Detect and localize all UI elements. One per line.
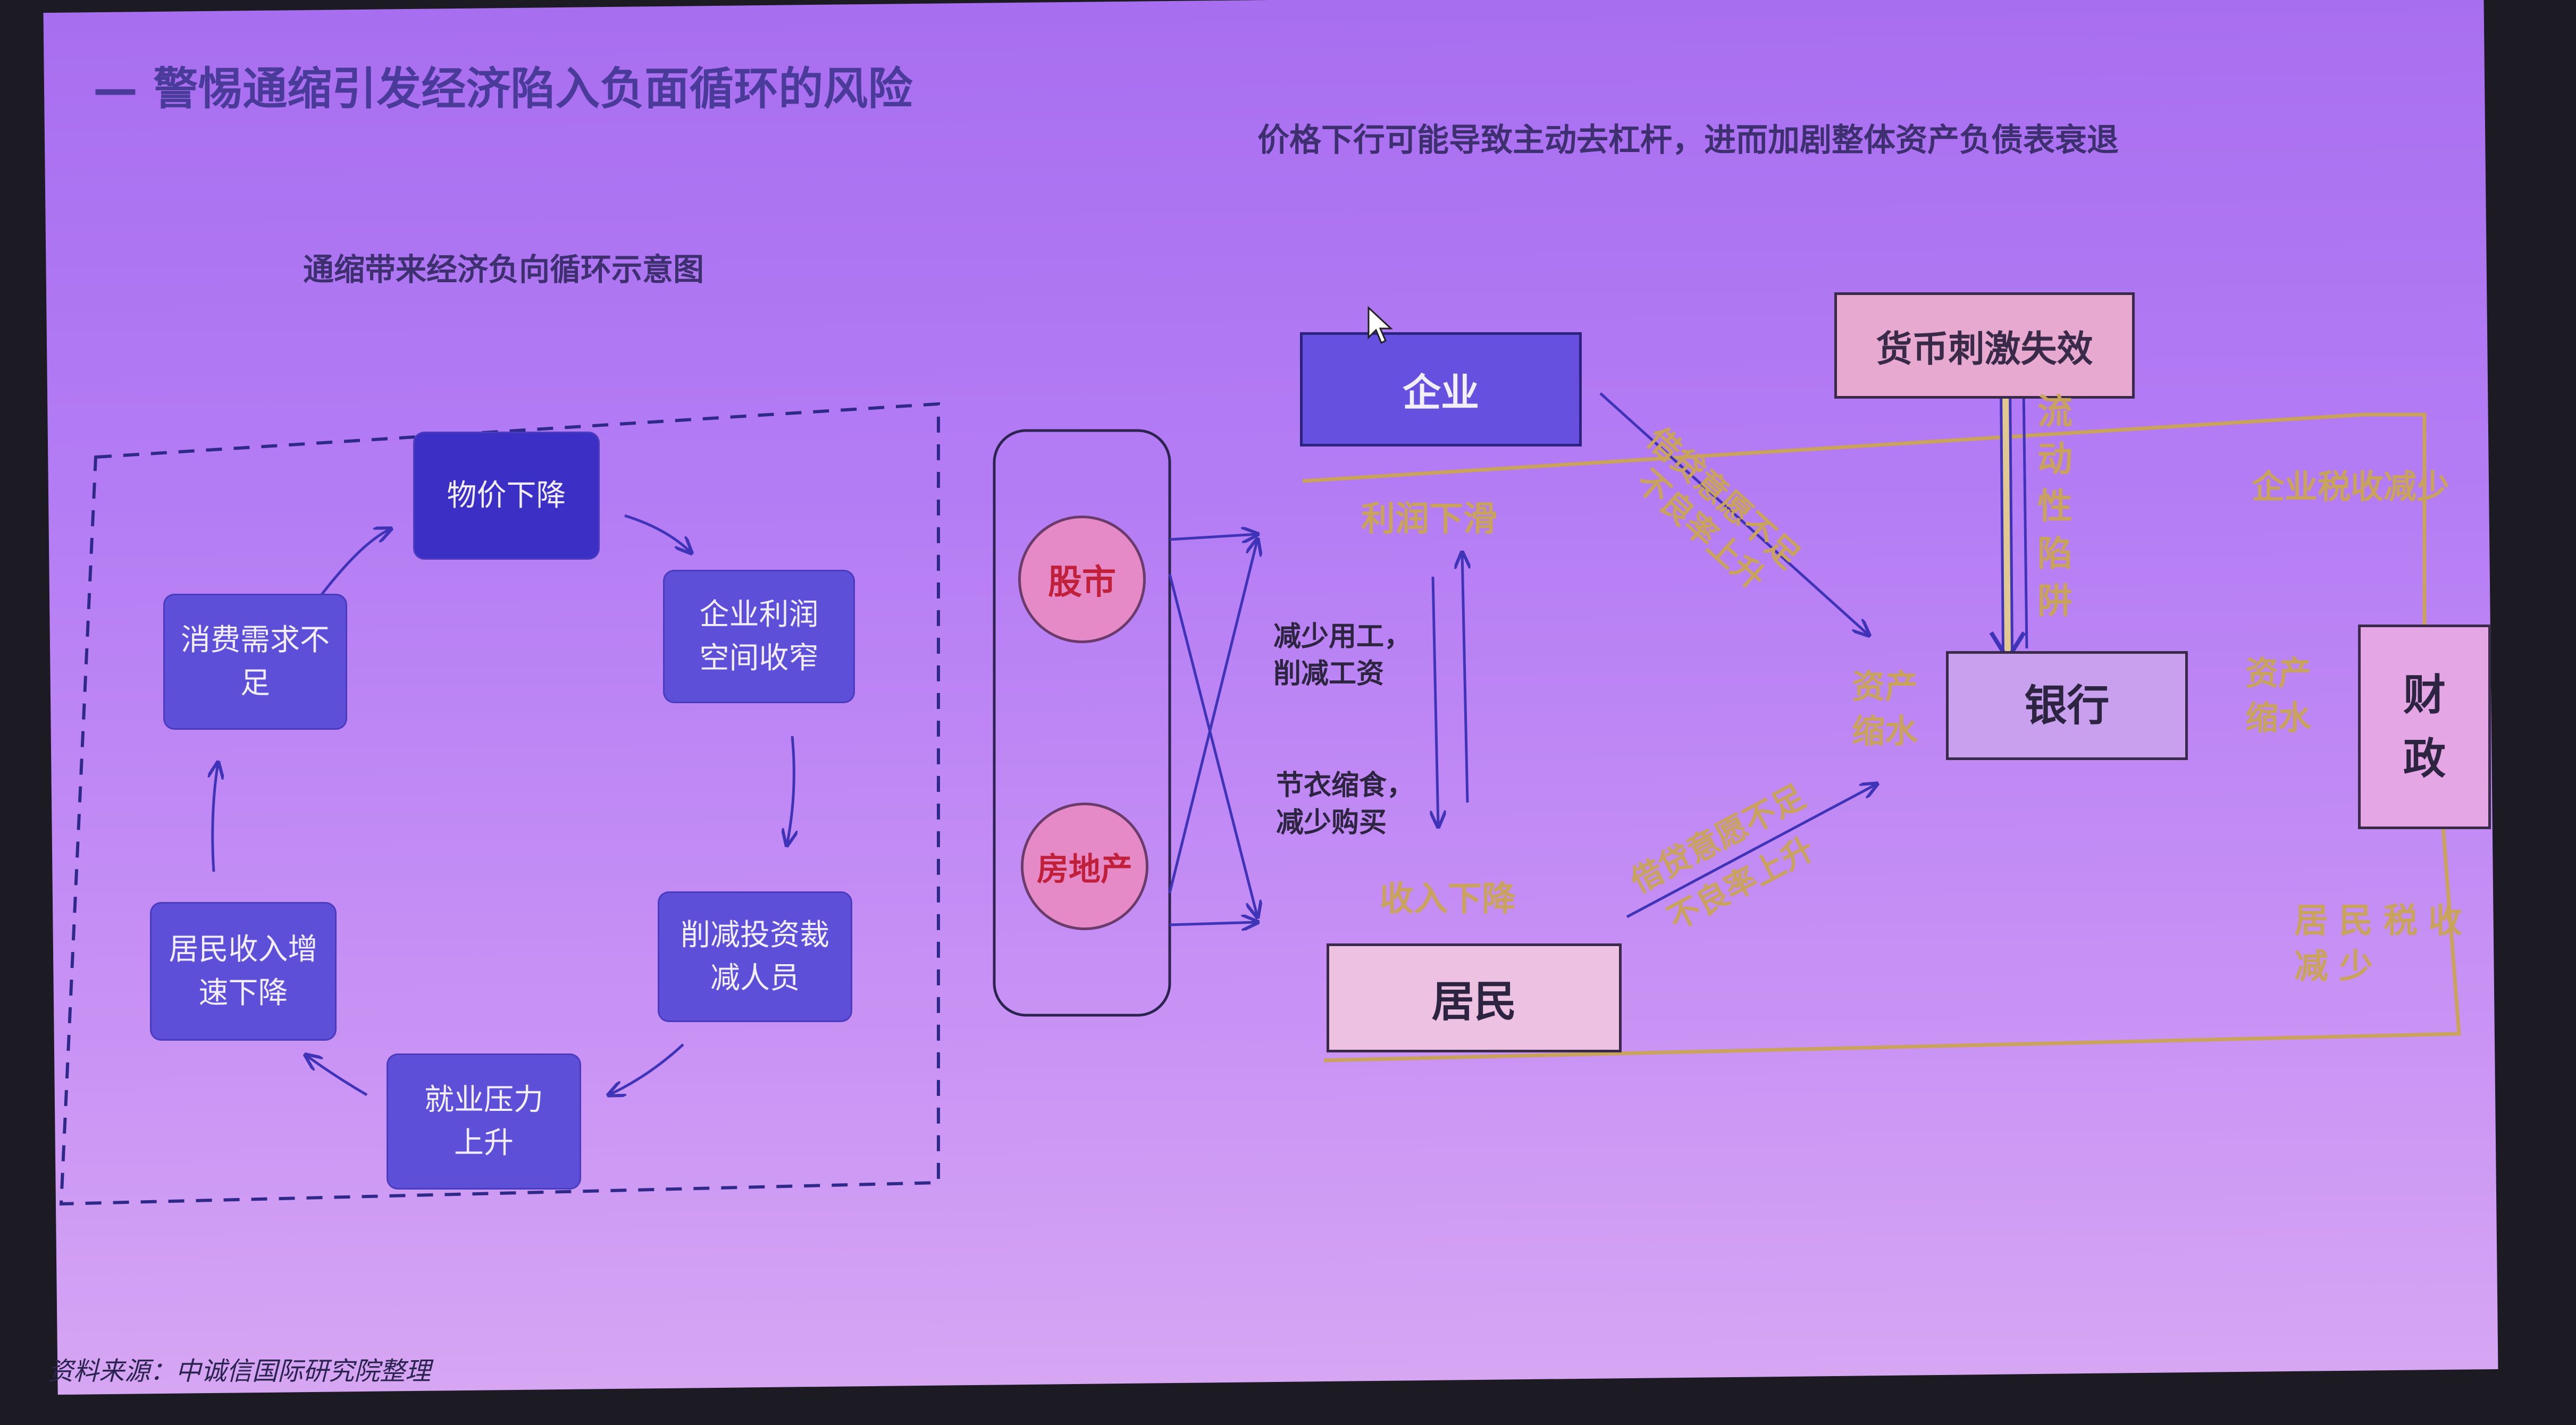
bank-node: 银行 [1946,651,2188,760]
cycle-cut-invest: 削减投资裁减人员 [659,893,851,1021]
resident-node: 居民 [1327,943,1622,1052]
assets-shrink-right-text: 资产缩水 [2245,654,2311,737]
enterprise-node: 企业 [1300,332,1582,446]
label-cut-labor-1: 减少用工， [1273,621,1412,653]
assets-frame [993,429,1171,1017]
cycle-employment: 就业压力上升 [388,1055,580,1188]
source-note: 资料来源：中诚信国际研究院整理 [48,1356,431,1386]
left-subtitle: 通缩带来经济负向循环示意图 [303,251,704,288]
assets-shrink-left-text: 资产缩水 [1851,667,1918,751]
label-income-down: 收入下降 [1380,880,1516,919]
cycle-arrow-4 [609,1043,684,1095]
right-subtitle: 价格下行可能导致主动去杠杆，进而加剧整体资产负债表衰退 [1257,122,2119,159]
label-resident-tax-down: 居民税收减少 [2294,898,2496,990]
realestate-circle: 房地产 [1021,803,1148,930]
label-assets-shrink-right: 资产缩水 [2241,651,2315,740]
gold-loop [1302,412,2427,625]
resident-tax-down-text: 居民税收减少 [2294,901,2473,987]
label-profit-down: 利润下滑 [1361,500,1497,539]
cycle-dashed-frame [59,402,940,1206]
label-corp-tax-down: 企业税收减少 [2252,467,2450,506]
cycle-arrow-2 [624,514,691,553]
cycle-arrow-1 [318,529,391,599]
cycle-arrow-3 [787,736,794,845]
cycle-profit-squeeze: 企业利润空间收窄 [665,571,853,702]
label-cut-labor-2: 削减工资 [1273,658,1385,690]
finance-node: 财政 [2358,625,2491,829]
liquidity-trap-text: 流动性陷阱 [2037,391,2072,622]
label-save-1: 节衣缩食， [1276,770,1415,802]
label-liquidity-trap: 流动性陷阱 [2036,388,2074,625]
label-assets-shrink-left: 资产缩水 [1848,664,1922,753]
stock-circle: 股市 [1018,516,1146,643]
mouse-cursor-icon [1367,306,1393,344]
cycle-arrow-5 [306,1055,368,1097]
cycle-income: 居民收入增速下降 [152,904,335,1039]
label-save-2: 减少购买 [1276,807,1387,839]
cycle-demand: 消费需求不足 [165,595,346,728]
cycle-price-down: 物价下降 [415,433,598,558]
page-title: — 警惕通缩引发经济陷入负面循环的风险 [93,63,913,115]
monetary-node: 货币刺激失效 [1834,292,2135,399]
cycle-arrow-6 [213,763,218,872]
finance-label: 财政 [2403,670,2446,783]
